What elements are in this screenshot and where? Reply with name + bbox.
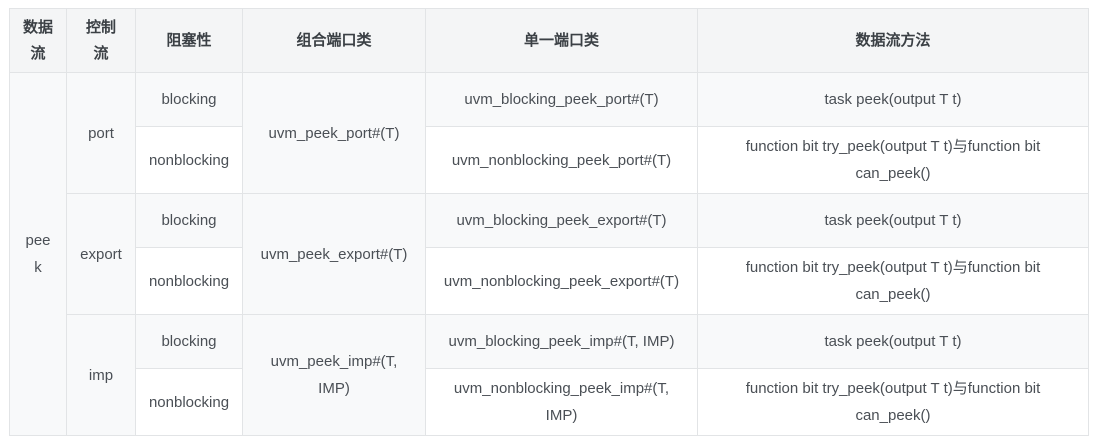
cell-nonblocking: nonblocking [135,126,243,194]
cell-single-class: uvm_blocking_peek_port#(T) [425,72,698,127]
cell-single-class: uvm_blocking_peek_imp#(T, IMP) [425,314,698,369]
table-row: nonblocking uvm_nonblocking_peek_imp#(T,… [10,368,1089,436]
table-row: peek port blocking uvm_peek_port#(T) uvm… [9,72,1089,436]
cell-single-class: uvm_nonblocking_peek_port#(T) [425,126,698,194]
cell-nonblocking: nonblocking [135,247,243,315]
cell-nonblocking: nonblocking [135,368,243,436]
table-row: nonblocking uvm_nonblocking_peek_export#… [10,247,1089,315]
cell-control-flow-export: export [66,193,136,315]
header-data-flow: 数据流 [9,8,67,73]
cell-blocking: blocking [135,72,243,127]
cell-combined-class-export: uvm_peek_export#(T) [242,193,426,315]
cell-combined-class-port: uvm_peek_port#(T) [242,72,426,194]
cell-combined-class-imp: uvm_peek_imp#(T, IMP) [242,314,426,436]
cell-single-class: uvm_nonblocking_peek_export#(T) [425,247,698,315]
cell-single-class: uvm_blocking_peek_export#(T) [425,193,698,248]
table-row: export blocking uvm_peek_export#(T) uvm_… [10,193,1089,315]
cell-method: function bit try_peek(output T t)与functi… [697,126,1089,194]
cell-method: task peek(output T t) [697,193,1089,248]
table-row: nonblocking uvm_nonblocking_peek_port#(T… [10,126,1089,194]
cell-method: task peek(output T t) [697,314,1089,369]
header-blocking-type: 阻塞性 [135,8,243,73]
table-row: imp blocking uvm_peek_imp#(T, IMP) uvm_b… [10,314,1089,436]
cell-control-flow-imp: imp [66,314,136,436]
cell-blocking: blocking [135,314,243,369]
header-single-port-class: 单一端口类 [425,8,698,73]
cell-method: task peek(output T t) [697,72,1089,127]
cell-method: function bit try_peek(output T t)与functi… [697,368,1089,436]
header-combined-port-class: 组合端口类 [242,8,426,73]
cell-method: function bit try_peek(output T t)与functi… [697,247,1089,315]
cell-data-flow-peek: peek [9,72,67,436]
uvm-peek-port-table: 数据流 控制流 阻塞性 组合端口类 单一端口类 数据流方法 peek port … [9,8,1089,436]
header-data-flow-methods: 数据流方法 [697,8,1089,73]
header-control-flow: 控制流 [66,8,136,73]
cell-control-flow-port: port [66,72,136,194]
header-row: 数据流 控制流 阻塞性 组合端口类 单一端口类 数据流方法 [9,8,1089,73]
page: 数据流 控制流 阻塞性 组合端口类 单一端口类 数据流方法 peek port … [9,8,1089,436]
cell-single-class: uvm_nonblocking_peek_imp#(T, IMP) [425,368,698,436]
cell-blocking: blocking [135,193,243,248]
